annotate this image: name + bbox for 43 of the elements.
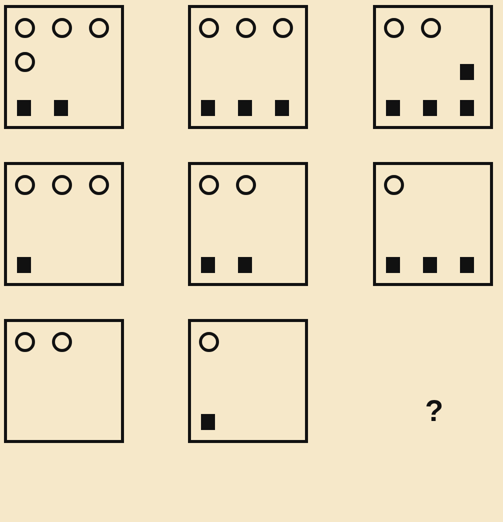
filled-square xyxy=(54,100,68,116)
question-mark: ? xyxy=(425,395,444,429)
puzzle-frame xyxy=(188,162,308,286)
circle-symbol xyxy=(89,18,109,38)
puzzle-frame xyxy=(373,162,493,286)
puzzle-frame xyxy=(188,5,308,129)
filled-square xyxy=(17,257,31,273)
circle-symbol xyxy=(15,332,35,352)
circle-symbol xyxy=(273,18,293,38)
filled-square xyxy=(238,100,252,116)
filled-square xyxy=(460,100,474,116)
filled-square xyxy=(201,100,215,116)
circle-symbol xyxy=(199,175,219,195)
circle-symbol xyxy=(52,18,72,38)
circle-symbol xyxy=(52,175,72,195)
filled-square xyxy=(238,257,252,273)
filled-square xyxy=(17,100,31,116)
circle-symbol xyxy=(199,332,219,352)
puzzle-frame xyxy=(4,319,124,443)
puzzle-frame xyxy=(4,5,124,129)
circle-symbol xyxy=(15,18,35,38)
circle-symbol xyxy=(15,175,35,195)
filled-square xyxy=(423,100,437,116)
circle-symbol xyxy=(89,175,109,195)
puzzle-frame xyxy=(373,5,493,129)
filled-square xyxy=(201,414,215,430)
filled-square xyxy=(460,257,474,273)
puzzle-frame xyxy=(4,162,124,286)
filled-square xyxy=(201,257,215,273)
circle-symbol xyxy=(236,18,256,38)
circle-symbol xyxy=(421,18,441,38)
filled-square xyxy=(275,100,289,116)
puzzle-frame xyxy=(188,319,308,443)
circle-symbol xyxy=(384,175,404,195)
circle-symbol xyxy=(15,52,35,72)
filled-square xyxy=(423,257,437,273)
filled-square xyxy=(460,64,474,80)
circle-symbol xyxy=(52,332,72,352)
filled-square xyxy=(386,257,400,273)
circle-symbol xyxy=(236,175,256,195)
filled-square xyxy=(386,100,400,116)
circle-symbol xyxy=(384,18,404,38)
circle-symbol xyxy=(199,18,219,38)
